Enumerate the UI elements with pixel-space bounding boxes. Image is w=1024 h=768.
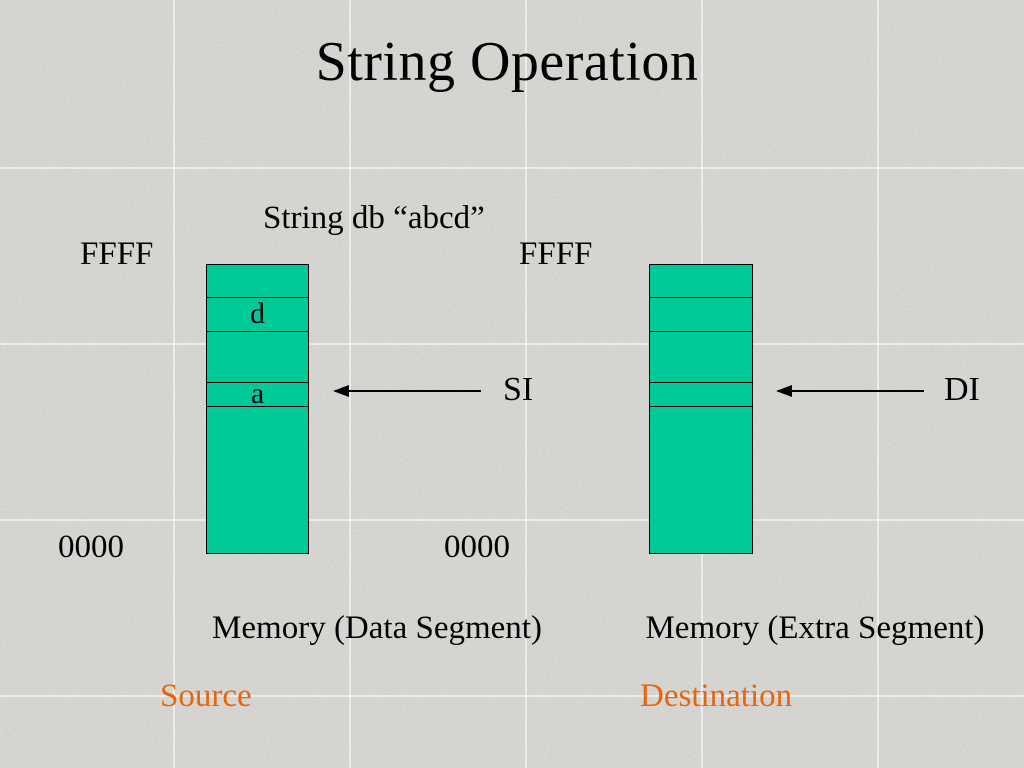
source-memory-cell xyxy=(207,332,308,383)
slide-title: String Operation xyxy=(315,31,699,93)
destination-memory-cell xyxy=(650,265,752,298)
source-bottom-address: 0000 xyxy=(58,529,124,565)
source-memory-cell xyxy=(207,407,308,553)
source-caption: Memory (Data Segment) xyxy=(212,610,542,646)
destination-memory-cell xyxy=(650,383,752,407)
destination-memory-block xyxy=(649,264,753,554)
source-top-address: FFFF xyxy=(80,236,154,272)
destination-role-label: Destination xyxy=(640,678,793,714)
di-arrowhead-icon xyxy=(776,385,792,397)
di-pointer-label: DI xyxy=(944,371,980,408)
source-memory-cell-d: d xyxy=(207,298,308,332)
string-declaration: String db “abcd” xyxy=(263,200,485,236)
si-pointer-label: SI xyxy=(503,371,534,408)
source-role-label: Source xyxy=(160,678,252,714)
destination-bottom-address: 0000 xyxy=(444,529,510,565)
source-memory-block: d a xyxy=(206,264,309,554)
destination-top-address: FFFF xyxy=(519,236,593,272)
source-memory-cell xyxy=(207,265,308,298)
si-arrowhead-icon xyxy=(333,385,349,397)
source-memory-cell-a: a xyxy=(207,383,308,407)
destination-memory-cell xyxy=(650,332,752,383)
destination-caption: Memory (Extra Segment) xyxy=(645,610,985,646)
destination-memory-cell xyxy=(650,407,752,553)
destination-memory-cell xyxy=(650,298,752,332)
si-arrow xyxy=(333,385,481,397)
di-arrow xyxy=(776,385,924,397)
